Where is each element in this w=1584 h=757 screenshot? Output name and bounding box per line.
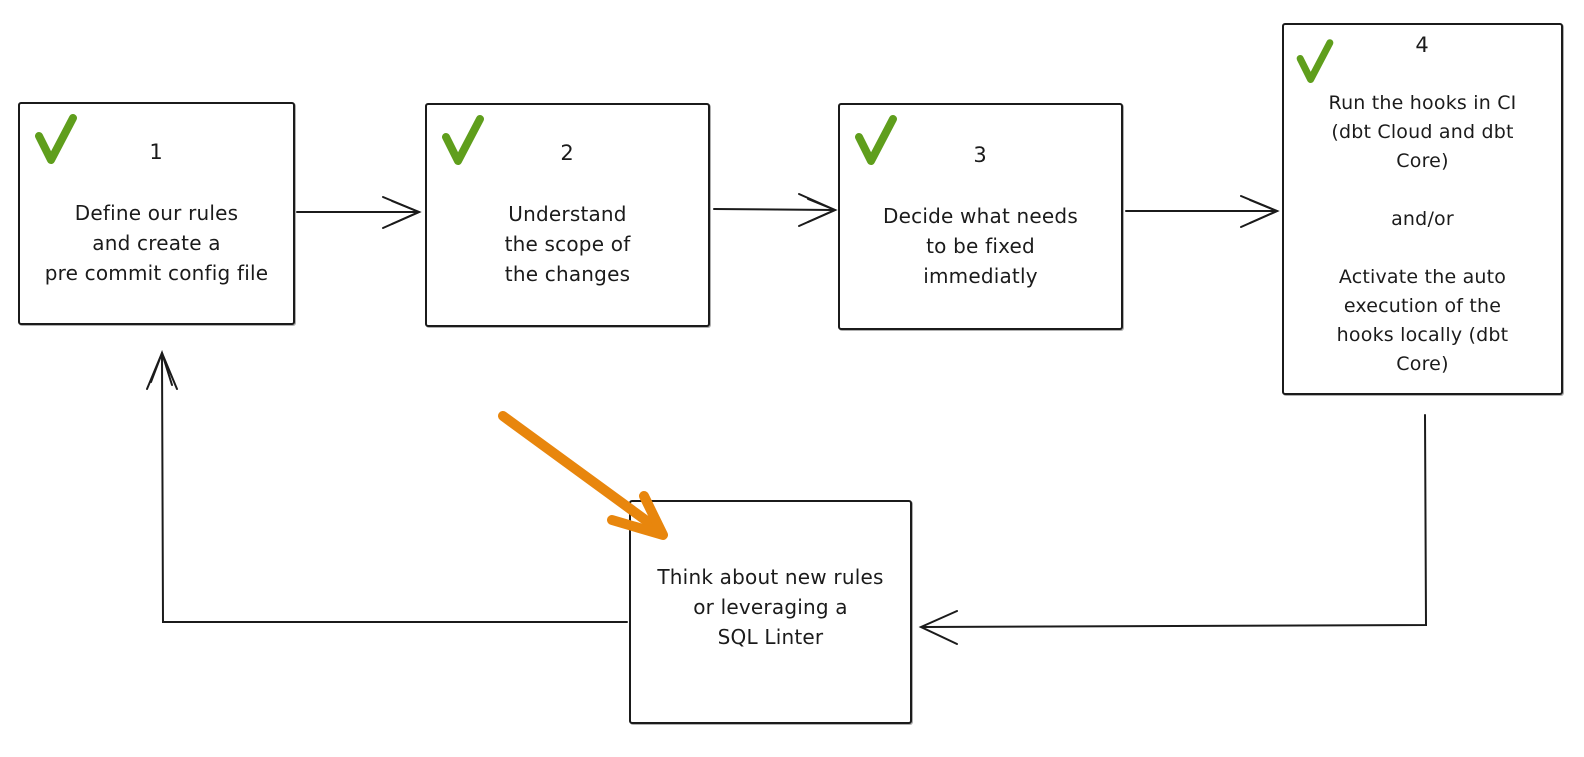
step-box-2: 2 Understand the scope of the changes bbox=[425, 103, 710, 327]
loop-box: Think about new rules or leveraging a SQ… bbox=[629, 500, 912, 724]
checkmark-icon bbox=[1296, 39, 1334, 83]
checkmark-icon bbox=[442, 115, 484, 165]
arrow-step4-loop bbox=[918, 414, 1428, 645]
step-box-1: 1 Define our rules and create a pre comm… bbox=[18, 102, 295, 325]
step-number: 2 bbox=[560, 141, 575, 165]
step-text: Understand the scope of the changes bbox=[504, 202, 631, 286]
step-number: 4 bbox=[1415, 33, 1430, 57]
loop-text: Think about new rules or leveraging a SQ… bbox=[657, 565, 884, 649]
step-text: Run the hooks in CI (dbt Cloud and dbt C… bbox=[1328, 92, 1517, 375]
arrow-step2-step3 bbox=[713, 193, 838, 227]
step-box-4: 4 Run the hooks in CI (dbt Cloud and dbt… bbox=[1282, 23, 1563, 395]
arrow-loop-step1 bbox=[146, 349, 628, 623]
arrow-step3-step4 bbox=[1125, 195, 1280, 228]
step-number: 3 bbox=[973, 143, 988, 167]
step-box-3: 3 Decide what needs to be fixed immediat… bbox=[838, 103, 1123, 330]
step-text: Decide what needs to be fixed immediatly bbox=[883, 204, 1078, 288]
step-number: 1 bbox=[149, 140, 164, 164]
checkmark-icon bbox=[35, 114, 77, 164]
step-text: Define our rules and create a pre commit… bbox=[44, 201, 269, 285]
checkmark-icon bbox=[855, 115, 897, 165]
arrow-step1-step2 bbox=[296, 196, 422, 229]
